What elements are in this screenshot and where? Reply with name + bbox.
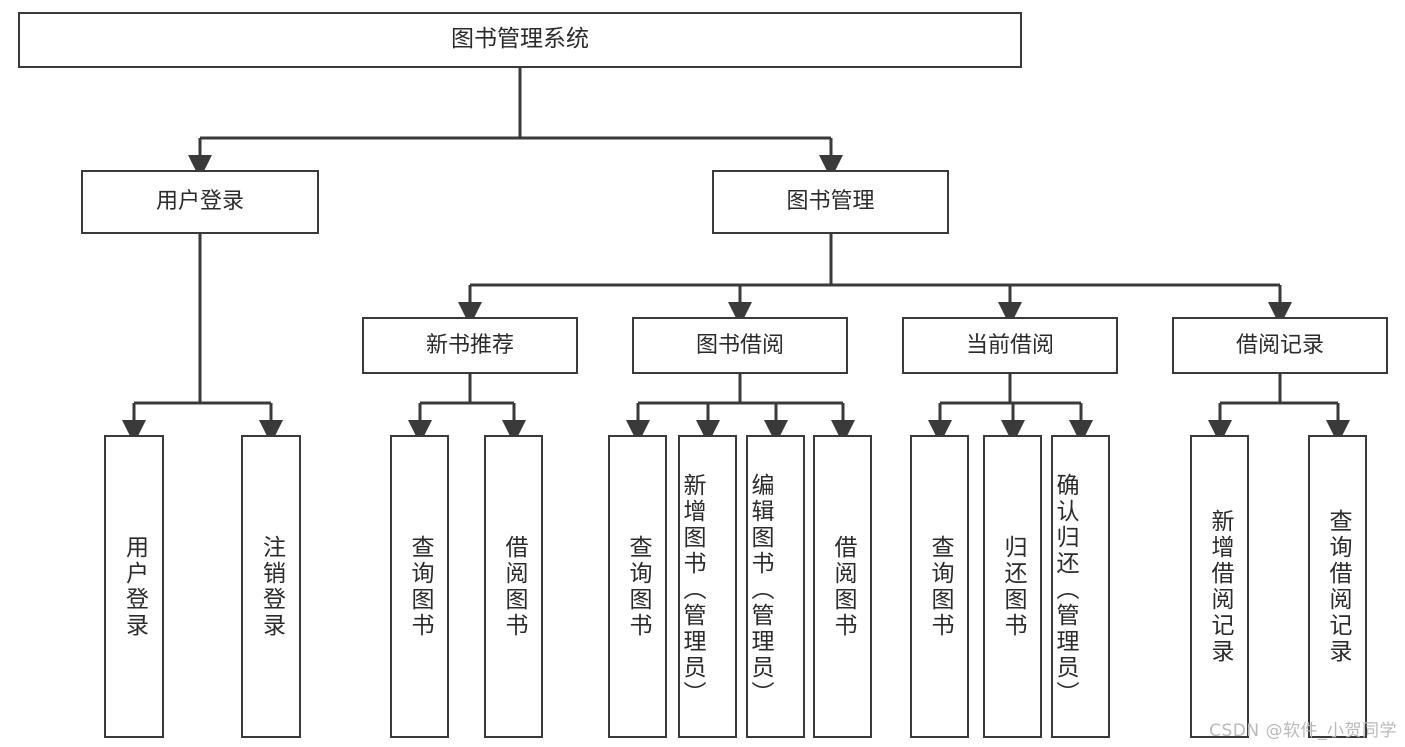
node-leaf-borrow-book-2[interactable]: 借阅图书 <box>813 435 872 738</box>
node-book-borrow[interactable]: 图书借阅 <box>632 317 848 374</box>
node-borrow-record[interactable]: 借阅记录 <box>1172 317 1388 374</box>
node-leaf-query-book-1[interactable]: 查询图书 <box>390 435 449 738</box>
node-leaf-edit-book[interactable]: 编辑图书（管理员） <box>746 435 805 738</box>
node-leaf-confirm-return-label: 确认归还（管理员） <box>1052 472 1078 707</box>
node-leaf-edit-book-label: 编辑图书（管理员） <box>747 472 773 707</box>
node-leaf-return-book-label: 归还图书 <box>1000 534 1026 639</box>
node-new-book-rec-label: 新书推荐 <box>425 332 514 358</box>
node-root-label: 图书管理系统 <box>451 26 589 53</box>
node-leaf-confirm-return[interactable]: 确认归还（管理员） <box>1051 435 1110 738</box>
connector-bus <box>470 234 1280 287</box>
connector-bus <box>638 374 843 405</box>
connector-bus <box>940 374 1081 405</box>
node-borrow-record-label: 借阅记录 <box>1235 332 1324 358</box>
node-book-borrow-label: 图书借阅 <box>695 332 784 358</box>
node-leaf-query-book-2-label: 查询图书 <box>625 534 651 639</box>
node-leaf-add-record-label: 新增借阅记录 <box>1207 508 1233 665</box>
watermark-label: CSDN @软件_小贺同学 <box>1209 721 1397 741</box>
node-current-borrow[interactable]: 当前借阅 <box>902 317 1118 374</box>
node-leaf-user-login-label: 用户登录 <box>121 534 148 639</box>
connector-bus <box>1220 374 1338 405</box>
node-root[interactable]: 图书管理系统 <box>18 12 1022 68</box>
node-book-manage-label: 图书管理 <box>786 189 875 215</box>
node-leaf-borrow-book-1-label: 借阅图书 <box>501 534 527 639</box>
node-book-manage[interactable]: 图书管理 <box>712 170 949 234</box>
node-leaf-add-book[interactable]: 新增图书（管理员） <box>678 435 737 738</box>
node-leaf-user-login[interactable]: 用户登录 <box>104 435 164 738</box>
node-leaf-query-record-label: 查询借阅记录 <box>1325 508 1351 665</box>
node-leaf-query-book-3-label: 查询图书 <box>927 534 953 639</box>
node-user-login-label: 用户登录 <box>155 189 244 215</box>
node-leaf-add-record[interactable]: 新增借阅记录 <box>1190 435 1249 738</box>
node-leaf-borrow-book-2-label: 借阅图书 <box>830 534 856 639</box>
connector-bus <box>200 68 831 140</box>
node-leaf-borrow-book-1[interactable]: 借阅图书 <box>484 435 543 738</box>
node-leaf-query-book-1-label: 查询图书 <box>407 534 433 639</box>
node-leaf-query-record[interactable]: 查询借阅记录 <box>1308 435 1367 738</box>
node-current-borrow-label: 当前借阅 <box>965 332 1054 358</box>
node-leaf-user-logout[interactable]: 注销登录 <box>241 435 301 738</box>
node-leaf-add-book-label: 新增图书（管理员） <box>679 472 705 707</box>
connector-bus <box>134 234 271 405</box>
connector-bus <box>420 374 514 405</box>
node-user-login[interactable]: 用户登录 <box>81 170 319 234</box>
node-leaf-user-logout-label: 注销登录 <box>258 534 285 639</box>
node-new-book-rec[interactable]: 新书推荐 <box>362 317 578 374</box>
node-leaf-return-book[interactable]: 归还图书 <box>983 435 1042 738</box>
node-leaf-query-book-3[interactable]: 查询图书 <box>910 435 969 738</box>
node-leaf-query-book-2[interactable]: 查询图书 <box>608 435 667 738</box>
